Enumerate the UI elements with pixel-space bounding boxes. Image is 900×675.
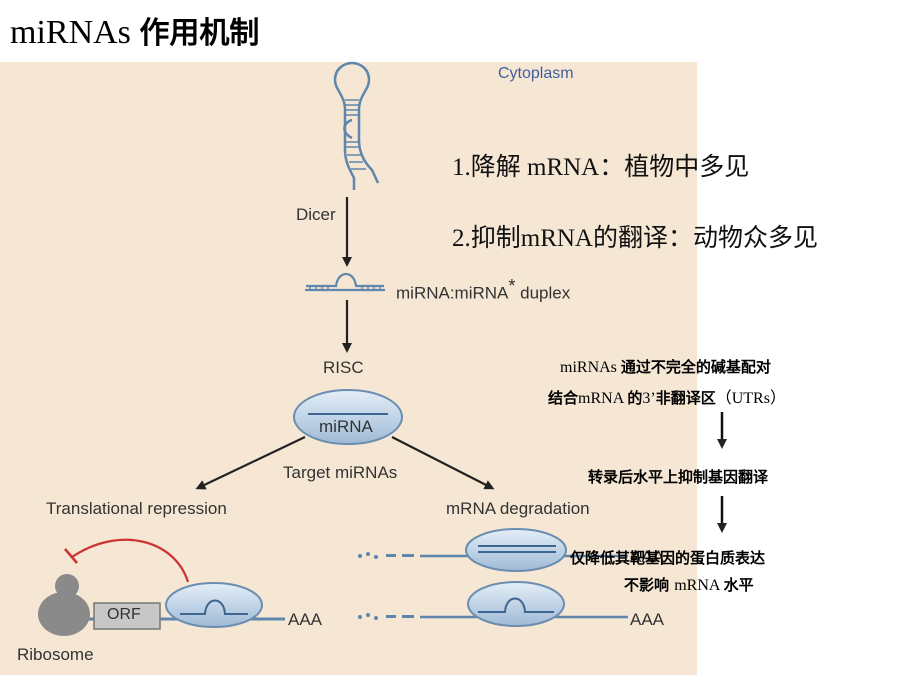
step1-l2-e: 非翻译区 (655, 389, 716, 407)
title-cjk: 作用机制 (139, 16, 260, 51)
step1-l2-d: 3’ (642, 390, 656, 407)
duplex-text: miRNA:miRNA (396, 283, 509, 303)
ribosome-icon (38, 574, 90, 636)
duplex-label: miRNA:miRNA* duplex (396, 276, 570, 304)
pre-mirna-hairpin (333, 61, 380, 190)
target-mirnas-label: Target miRNAs (283, 463, 398, 482)
mechanism-step1-line2: 结合mRNA 的3’非翻译区（UTRs） (548, 384, 786, 408)
translational-repression-label: Translational repression (46, 499, 227, 518)
mrna-degradation-scene (358, 528, 628, 627)
step1-l2-a: 结合 (548, 389, 579, 407)
ribosome-label: Ribosome (17, 645, 94, 664)
duplex-icon (305, 272, 385, 292)
point-2: 2.抑制mRNA的翻译：动物众多见 (452, 225, 818, 252)
step1-l1-b: 通过不完全的碱基配对 (620, 358, 771, 376)
title-latin: miRNAs (10, 14, 131, 51)
step3-l2-b: mRNA (674, 577, 724, 594)
step1-l2-c: 的 (627, 389, 643, 407)
mechanism-step3-line1: 仅降低其靶基因的蛋白质表达 (570, 547, 765, 568)
step3-l2-c: 水平 (723, 576, 754, 594)
orf-label: ORF (107, 606, 141, 623)
risc-complex (293, 389, 403, 445)
mirna-label: miRNA (319, 417, 373, 436)
page-title: miRNAs 作用机制 (10, 8, 259, 52)
point-1: 1.降解 mRNA：植物中多见 (452, 154, 750, 181)
inhibition-arrow (71, 538, 190, 583)
mechanism-step1-line1: miRNAs 通过不完全的碱基配对 (560, 356, 771, 377)
risc-label: RISC (323, 358, 364, 377)
duplex-suffix: duplex (515, 283, 571, 303)
step1-l2-b: mRNA (578, 390, 628, 407)
arrow-to-repression (195, 436, 306, 490)
aaa-right-top-label: AAA (630, 547, 665, 566)
translational-repression-scene (38, 538, 285, 636)
step3-l2-a: 不影响 (624, 576, 675, 594)
step1-l2-f: （UTRs） (715, 390, 786, 407)
step3-l1: 仅降低其靶基因的蛋白质表达 (570, 549, 766, 567)
dicer-label: Dicer (296, 205, 336, 224)
mechanism-step2: 转录后水平上抑制基因翻译 (588, 466, 768, 487)
step2-text: 转录后水平上抑制基因翻译 (588, 468, 769, 486)
step1-l1-a: miRNAs (560, 359, 621, 376)
duplex-star: * (508, 276, 516, 296)
aaa-left-label: AAA (288, 610, 323, 629)
aaa-right-bottom-label: AAA (630, 610, 665, 629)
arrow-to-degradation (391, 436, 495, 490)
mechanism-step3-line2: 不影响 mRNA 水平 (624, 574, 754, 595)
cytoplasm-label: Cytoplasm (498, 65, 574, 82)
mrna-degradation-label: mRNA degradation (446, 499, 590, 518)
